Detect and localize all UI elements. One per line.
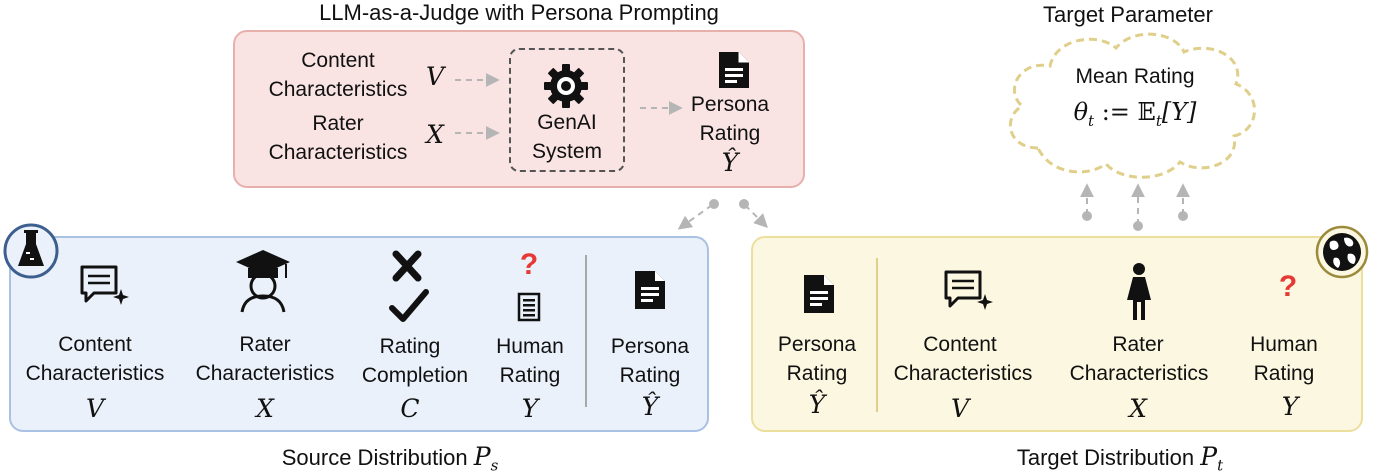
source-question-mark: ? (519, 248, 539, 281)
chat-sparkle-icon (80, 265, 129, 305)
target-panel (751, 236, 1363, 432)
src-completion-l1: Rating (379, 335, 441, 358)
check-icon (389, 289, 429, 322)
src-completion-var: C (400, 394, 420, 423)
formula-end: [Y] (1161, 98, 1197, 126)
form-icon (517, 292, 541, 322)
src-human-l1: Human (496, 335, 564, 358)
tgt-content-l1: Content (923, 333, 997, 356)
top-rater-label-2: Characteristics (268, 141, 408, 164)
tgt-human-l1: Human (1250, 333, 1318, 356)
top-persona-label-1: Persona (690, 93, 770, 116)
source-panel (9, 236, 709, 432)
genai-system-box (509, 48, 625, 172)
src-persona-l2: Rating (619, 364, 681, 387)
source-caption: Source Distribution Ps (230, 442, 550, 474)
top-persona-var: Ŷ (721, 148, 739, 177)
target-caption-sub: t (1217, 456, 1224, 474)
tgt-content-l2: Characteristics (893, 362, 1033, 385)
top-rater-var: X (426, 120, 444, 149)
tgt-persona-var: Ŷ (808, 390, 826, 419)
cloud-shape (1008, 32, 1256, 179)
tgt-persona-l2: Rating (786, 362, 848, 385)
source-caption-sub: s (490, 456, 499, 474)
src-human-l2: Rating (499, 364, 561, 387)
graduate-icon (236, 250, 290, 313)
top-title: LLM-as-a-Judge with Persona Prompting (319, 0, 719, 25)
tgt-rater-var: X (1129, 394, 1147, 423)
src-completion-l2: Completion (361, 364, 469, 387)
src-content-l2: Characteristics (25, 362, 165, 385)
target-caption-text: Target Distribution (1016, 445, 1195, 470)
target-caption-var: P (1200, 442, 1218, 471)
genai-label-1: GenAI (537, 111, 597, 134)
person-icon (1127, 263, 1151, 320)
tgt-human-var: Y (1281, 392, 1299, 421)
tgt-content-var: V (950, 394, 970, 423)
top-content-label-2: Characteristics (268, 78, 408, 101)
formula-sub2: t (1155, 111, 1162, 130)
document-icon (804, 275, 834, 313)
globe-icon (1315, 225, 1369, 279)
mean-rating-formula: θt := 𝔼t[Y] (1035, 98, 1235, 130)
document-icon (719, 52, 749, 88)
target-separator (876, 258, 878, 412)
genai-label-2: System (531, 140, 602, 163)
source-separator (585, 255, 587, 407)
top-rater-label-1: Rater (312, 112, 364, 135)
formula-sub: t (1088, 111, 1095, 130)
formula-theta: θ (1073, 98, 1089, 126)
src-content-l1: Content (58, 333, 132, 356)
src-rater-l2: Characteristics (195, 362, 335, 385)
target-param-title: Target Parameter (1043, 2, 1213, 27)
flask-icon (3, 223, 59, 279)
top-content-var: V (425, 62, 445, 91)
src-rater-l1: Rater (239, 333, 291, 356)
src-persona-var: Ŷ (641, 392, 659, 421)
source-caption-text: Source Distribution (281, 445, 468, 470)
tgt-rater-l1: Rater (1112, 333, 1164, 356)
top-persona-label-2: Rating (699, 122, 761, 145)
tgt-persona-l1: Persona (777, 333, 857, 356)
target-caption: Target Distribution Pt (960, 442, 1280, 474)
formula-mid: := 𝔼 (1094, 98, 1156, 126)
src-human-var: Y (521, 394, 539, 423)
cross-icon (392, 250, 422, 282)
llm-judge-panel (233, 30, 805, 188)
gear-icon (544, 64, 588, 108)
chat-sparkle-icon (944, 270, 993, 310)
tgt-rater-l2: Characteristics (1069, 362, 1209, 385)
top-content-label-1: Content (301, 49, 375, 72)
source-caption-var: P (473, 442, 491, 471)
document-icon (635, 271, 665, 309)
src-content-var: V (85, 394, 105, 423)
src-persona-l1: Persona (610, 335, 690, 358)
target-question-mark: ? (1278, 270, 1298, 303)
mean-rating-label: Mean Rating (1075, 65, 1195, 88)
tgt-human-l2: Rating (1253, 362, 1315, 385)
src-rater-var: X (256, 394, 274, 423)
